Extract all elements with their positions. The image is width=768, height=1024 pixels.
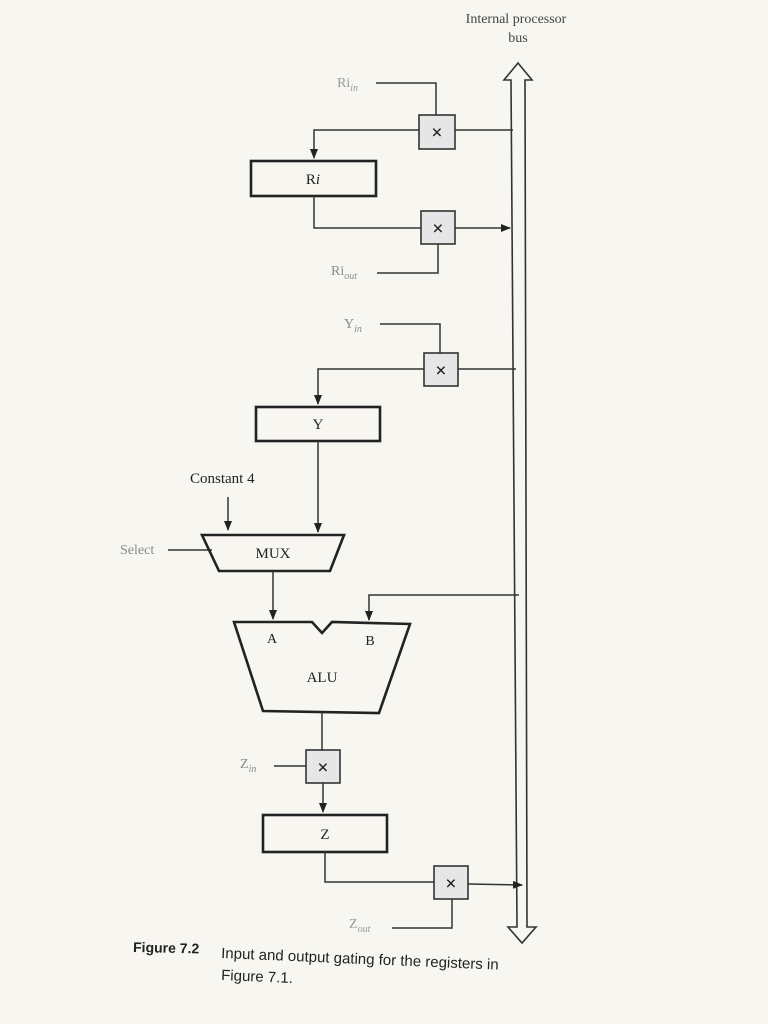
bus-label-line2: bus	[508, 31, 527, 46]
internal-bus	[502, 61, 538, 945]
ri-in-gate	[418, 114, 456, 150]
y-in-signal-label: Yin	[344, 317, 362, 335]
y-in-gate-to-y	[314, 368, 424, 405]
ri-in-gate-x-icon: ×	[431, 122, 442, 144]
ri-register-label: Ri	[306, 172, 320, 188]
ri-to-ri-out-gate	[313, 196, 421, 229]
y-in-gate	[423, 352, 459, 387]
z-to-z-out-gate	[324, 852, 434, 883]
z-out-signal-label: Zout	[349, 917, 371, 935]
z-out-gate	[433, 865, 469, 900]
z-register-label: Z	[320, 827, 329, 843]
figure-caption-line2: Figure 7.1.	[221, 967, 293, 987]
figure-label: Figure 7.2	[133, 939, 200, 956]
ri-in-control-line	[376, 82, 437, 115]
z-in-gate	[305, 749, 341, 784]
ri-out-signal-label: Riout	[331, 264, 357, 282]
z-out-control-line	[392, 899, 453, 929]
z-in-gate-x-icon: ×	[317, 757, 328, 779]
z-out-gate-to-bus	[467, 880, 523, 889]
ri-in-gate-to-ri	[310, 129, 419, 159]
mux-label: MUX	[255, 546, 290, 562]
alu-label: ALU	[307, 670, 338, 686]
y-in-gate-x-icon: ×	[435, 360, 446, 382]
bus-label-line1: Internal processor	[466, 12, 567, 27]
y-in-control-line	[380, 323, 441, 353]
alu-input-a-label: A	[267, 632, 278, 647]
alu-block	[232, 620, 412, 715]
select-signal-label: Select	[120, 543, 154, 558]
ri-in-signal-label: Riin	[337, 76, 358, 94]
alu-input-b-label: B	[365, 634, 374, 649]
z-out-gate-x-icon: ×	[445, 873, 456, 895]
ri-out-gate-x-icon: ×	[432, 218, 443, 240]
bus-to-alu-b-line	[365, 594, 519, 621]
ri-out-control-line	[377, 244, 439, 274]
y-register-label: Y	[313, 417, 324, 433]
constant-4-label: Constant 4	[190, 471, 255, 487]
mux-block	[199, 533, 346, 573]
z-in-signal-label: Zin	[240, 757, 256, 775]
